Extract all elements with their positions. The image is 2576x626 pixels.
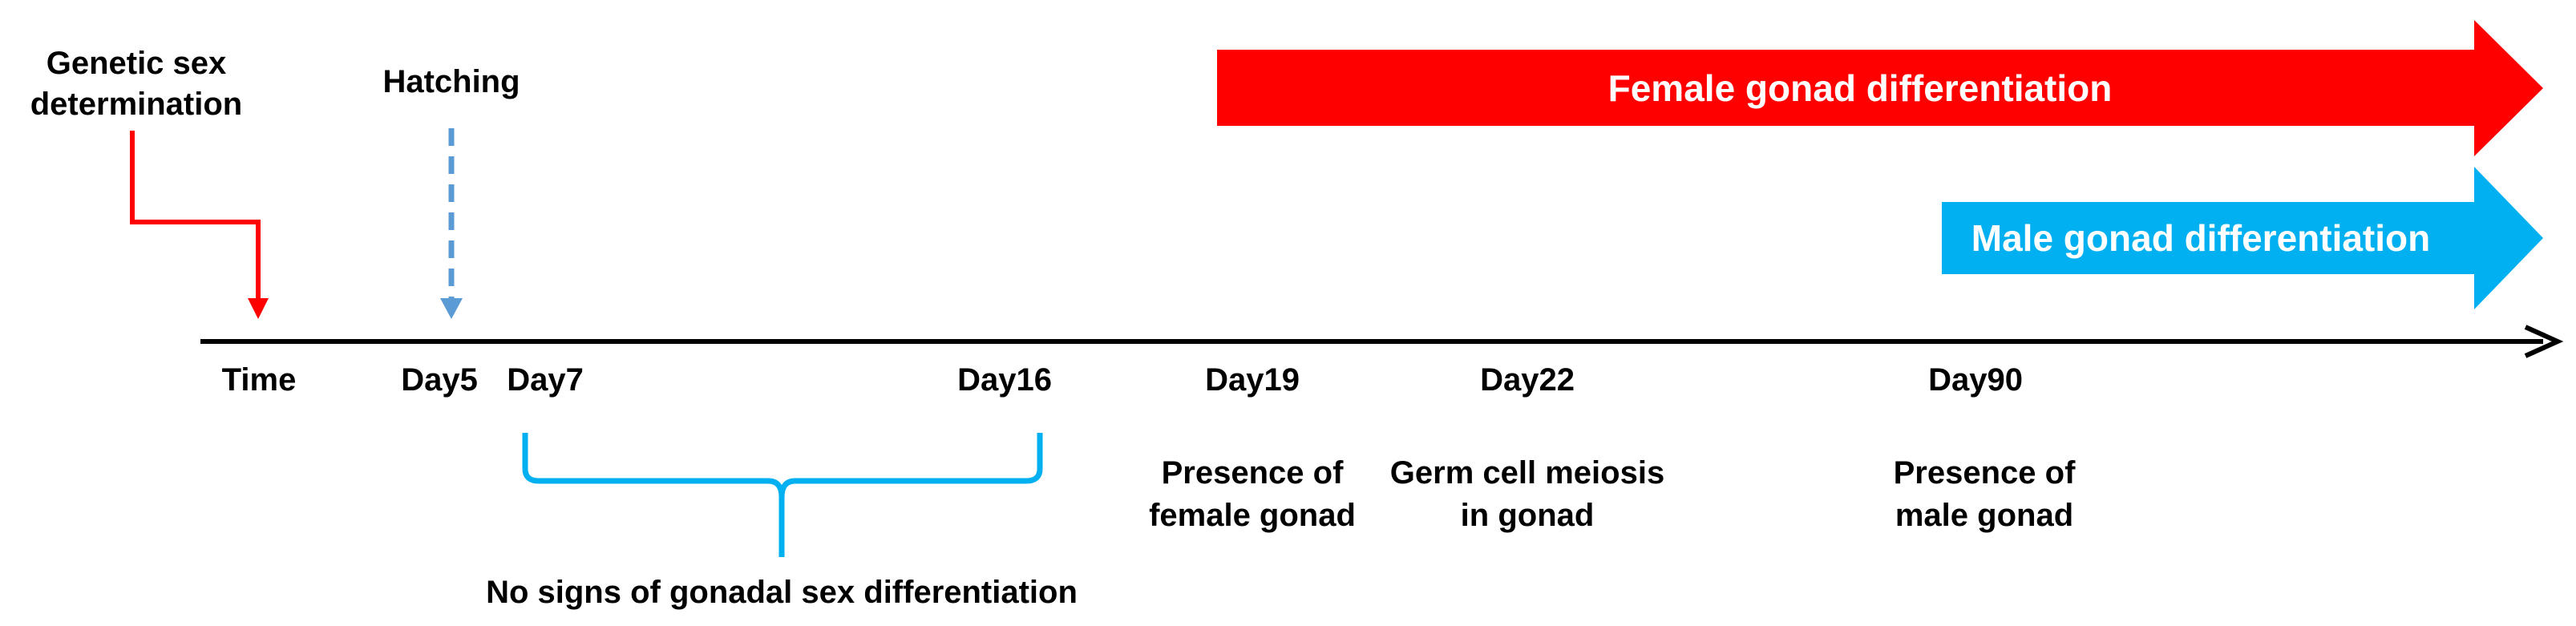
axis-label-day90: Day90 xyxy=(1928,362,2023,398)
brace-label: No signs of gonadal sex differentiation xyxy=(486,575,1078,610)
day19-annotation-line2: female gonad xyxy=(1149,498,1356,533)
female-differentiation-arrow xyxy=(1217,20,2543,156)
axis-label-day7: Day7 xyxy=(507,362,584,398)
genetic-determination-arrow xyxy=(130,131,261,303)
time-axis-arrowhead xyxy=(2524,325,2564,358)
genetic-sex-label-line2: determination xyxy=(30,87,242,122)
female-differentiation-label: Female gonad differentiation xyxy=(1608,67,2113,109)
male-differentiation-arrow xyxy=(1942,167,2543,309)
axis-label-day22: Day22 xyxy=(1480,362,1575,398)
hatching-label: Hatching xyxy=(382,64,520,99)
day90-annotation-line2: male gonad xyxy=(1895,498,2073,533)
no-differentiation-brace xyxy=(522,433,1043,557)
axis-label-time: Time xyxy=(222,362,297,398)
hatching-arrowhead xyxy=(440,298,463,319)
genetic-sex-label-line1: Genetic sex xyxy=(47,46,227,81)
axis-label-day5: Day5 xyxy=(401,362,478,398)
axis-label-day16: Day16 xyxy=(957,362,1052,398)
day90-annotation-line1: Presence of xyxy=(1894,455,2076,491)
day22-annotation-line2: in gonad xyxy=(1461,498,1595,533)
male-differentiation-label: Male gonad differentiation xyxy=(1971,217,2430,259)
axis-label-day19: Day19 xyxy=(1205,362,1300,398)
day19-annotation-line1: Presence of xyxy=(1162,455,1344,491)
day22-annotation-line1: Germ cell meiosis xyxy=(1390,455,1664,491)
genetic-determination-arrowhead xyxy=(248,298,269,319)
